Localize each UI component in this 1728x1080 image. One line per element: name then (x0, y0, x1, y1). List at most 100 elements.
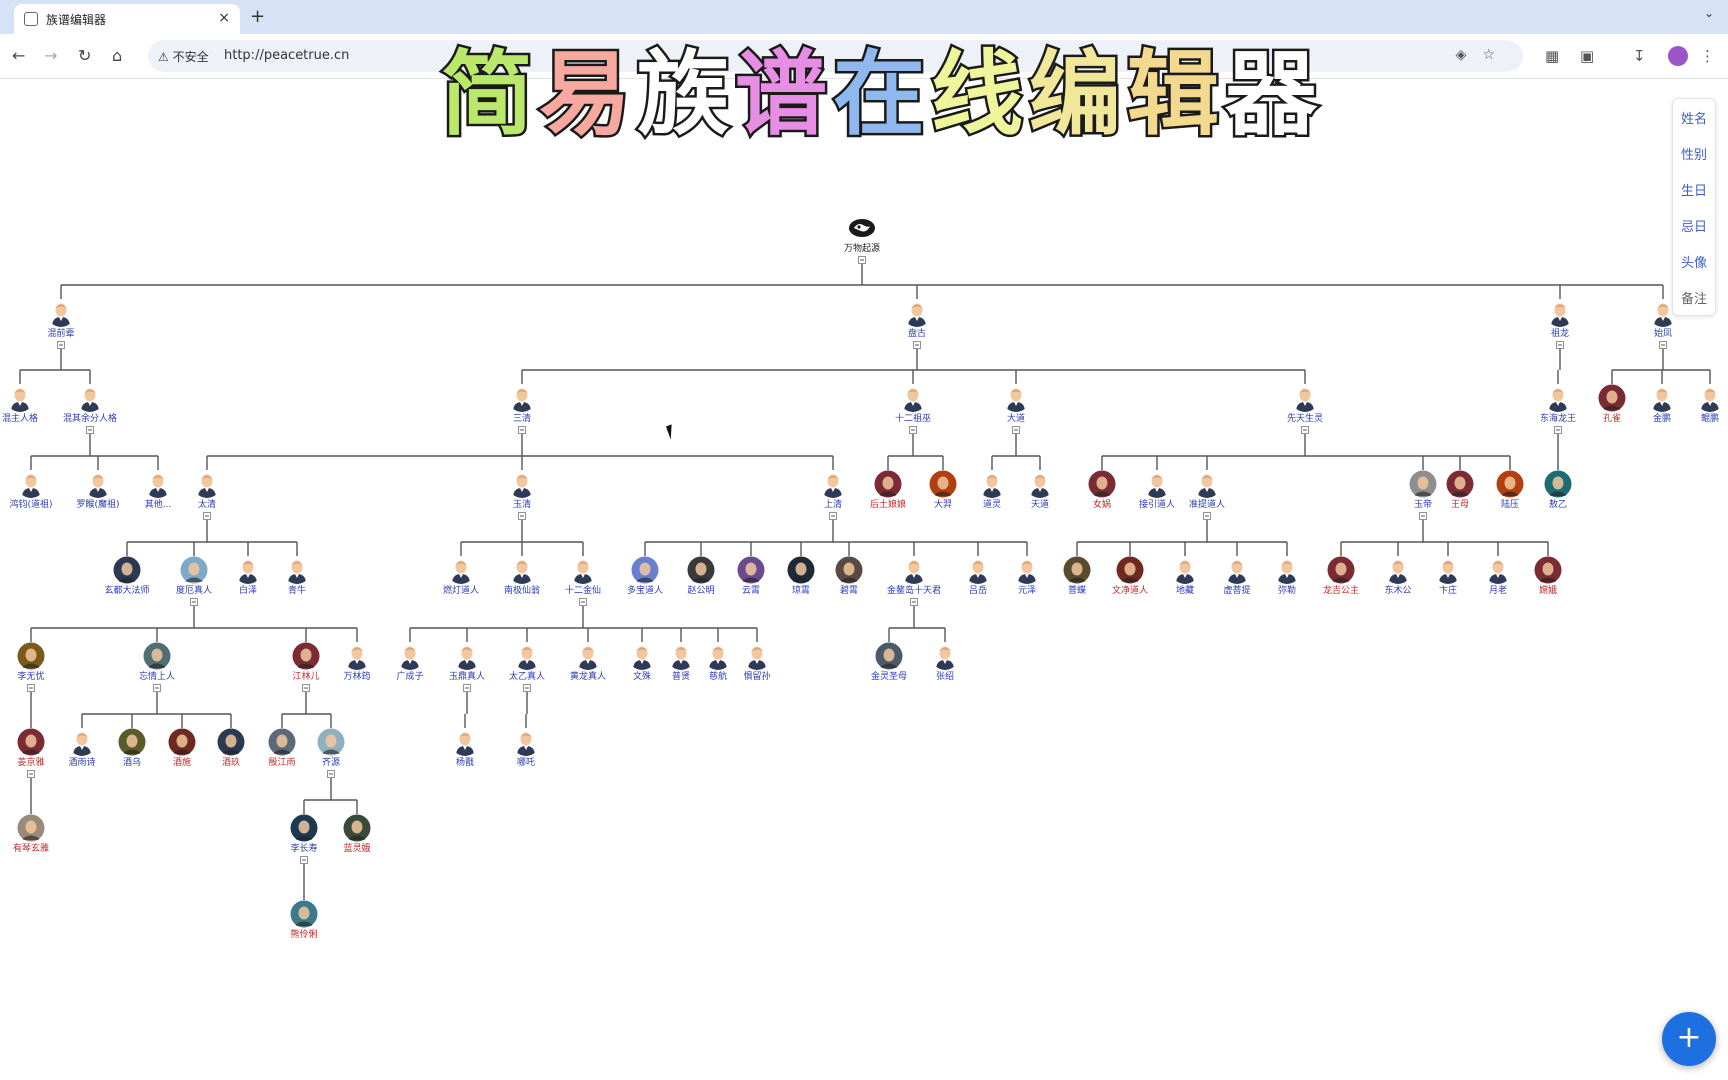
family-member-node[interactable]: 玉帝 (1388, 470, 1458, 511)
family-member-node[interactable]: 齐源 (296, 728, 366, 769)
member-avatar[interactable] (283, 556, 311, 584)
member-avatar[interactable] (118, 728, 146, 756)
family-member-node[interactable]: 敖乙 (1523, 470, 1593, 511)
family-member-node[interactable]: 度厄真人 (159, 556, 229, 597)
family-member-node[interactable]: 太乙真人 (492, 642, 562, 683)
member-avatar[interactable] (1496, 470, 1524, 498)
home-icon[interactable]: ⌂ (112, 46, 123, 65)
member-avatar[interactable] (1649, 299, 1677, 327)
family-member-node[interactable]: 接引道人 (1122, 470, 1192, 511)
member-avatar[interactable] (268, 728, 296, 756)
field-notes-button[interactable]: 备注 (1680, 291, 1707, 307)
family-member-node[interactable]: 混其余分人格 (55, 384, 125, 425)
family-member-node[interactable]: 月老 (1463, 556, 1533, 597)
member-avatar[interactable] (143, 642, 171, 670)
back-arrow-icon[interactable]: ← (12, 46, 26, 65)
family-member-node[interactable]: 万物起源 (827, 214, 897, 255)
forward-arrow-icon[interactable]: → (44, 46, 58, 65)
family-member-node[interactable]: 李长寿 (269, 814, 339, 855)
family-member-node[interactable]: 忘情上人 (122, 642, 192, 683)
family-member-node[interactable]: 万林筠 (322, 642, 392, 683)
member-avatar[interactable] (737, 556, 765, 584)
member-avatar[interactable] (819, 470, 847, 498)
member-avatar[interactable] (1116, 556, 1144, 584)
translate-and-bookmark-icons[interactable]: ◈☆ (1455, 47, 1511, 63)
profile-avatar[interactable] (1668, 46, 1688, 66)
member-avatar[interactable] (1026, 470, 1054, 498)
family-member-node[interactable]: 三清 (487, 384, 557, 425)
member-avatar[interactable] (193, 470, 221, 498)
member-avatar[interactable] (1648, 384, 1676, 412)
member-avatar[interactable] (900, 556, 928, 584)
member-avatar[interactable] (1088, 470, 1116, 498)
member-avatar[interactable] (1193, 470, 1221, 498)
family-member-node[interactable]: 元泽 (992, 556, 1062, 597)
member-avatar[interactable] (931, 642, 959, 670)
family-member-node[interactable]: 后土娘娘 (853, 470, 923, 511)
url-text[interactable]: http://peacetrue.cn (224, 48, 350, 63)
member-avatar[interactable] (168, 728, 196, 756)
family-member-node[interactable]: 文净道人 (1095, 556, 1165, 597)
member-avatar[interactable] (508, 470, 536, 498)
family-member-node[interactable]: 混前辈 (26, 299, 96, 340)
family-member-node[interactable]: 燃灯道人 (426, 556, 496, 597)
member-avatar[interactable] (903, 299, 931, 327)
member-avatar[interactable] (144, 470, 172, 498)
family-member-node[interactable]: 大道 (981, 384, 1051, 425)
member-avatar[interactable] (1013, 556, 1041, 584)
family-member-node[interactable]: 惧留孙 (722, 642, 792, 683)
member-avatar[interactable] (317, 728, 345, 756)
field-deathday-button[interactable]: 忌日 (1680, 219, 1707, 235)
family-member-node[interactable]: 卞庄 (1413, 556, 1483, 597)
member-avatar[interactable] (17, 470, 45, 498)
family-member-node[interactable]: 虚菩提 (1202, 556, 1272, 597)
member-avatar[interactable] (343, 814, 371, 842)
member-avatar[interactable] (1409, 470, 1437, 498)
family-member-node[interactable]: 琼霄 (766, 556, 836, 597)
member-avatar[interactable] (1446, 470, 1474, 498)
family-member-node[interactable]: 赵公明 (666, 556, 736, 597)
member-avatar[interactable] (978, 470, 1006, 498)
member-avatar[interactable] (68, 728, 96, 756)
family-member-node[interactable]: 东海龙王 (1523, 384, 1593, 425)
family-member-node[interactable]: 玉清 (487, 470, 557, 511)
add-member-button[interactable]: + (1662, 1012, 1716, 1066)
member-avatar[interactable] (17, 814, 45, 842)
family-member-node[interactable]: 弥勒 (1252, 556, 1322, 597)
reload-icon[interactable]: ↻ (78, 46, 92, 65)
browser-tab[interactable]: 族谱编辑器 × (14, 4, 240, 34)
family-member-node[interactable]: 吕岳 (943, 556, 1013, 597)
member-avatar[interactable] (874, 470, 902, 498)
member-avatar[interactable] (512, 728, 540, 756)
field-name-button[interactable]: 姓名 (1680, 111, 1707, 127)
family-member-node[interactable]: 鸿钧(道祖) (0, 470, 66, 511)
family-member-node[interactable]: 南极仙翁 (487, 556, 557, 597)
member-avatar[interactable] (17, 728, 45, 756)
family-member-node[interactable]: 上清 (798, 470, 868, 511)
member-avatar[interactable] (47, 299, 75, 327)
family-member-node[interactable]: 始凤 (1628, 299, 1698, 340)
family-member-node[interactable]: 慈航 (683, 642, 753, 683)
member-avatar[interactable] (217, 728, 245, 756)
family-member-node[interactable]: 玉鼎真人 (432, 642, 502, 683)
family-member-node[interactable]: 杨戬 (430, 728, 500, 769)
puzzle-icon[interactable]: ▣ (1580, 47, 1595, 65)
member-avatar[interactable] (1544, 470, 1572, 498)
family-member-node[interactable]: 太清 (172, 470, 242, 511)
family-member-node[interactable]: 十二祖巫 (878, 384, 948, 425)
member-avatar[interactable] (290, 814, 318, 842)
member-avatar[interactable] (1534, 556, 1562, 584)
member-avatar[interactable] (1434, 556, 1462, 584)
family-member-node[interactable]: 东木公 (1363, 556, 1433, 597)
member-avatar[interactable] (17, 642, 45, 670)
family-member-node[interactable]: 酒雨诗 (47, 728, 117, 769)
member-avatar[interactable] (1598, 384, 1626, 412)
family-member-node[interactable]: 菩蝶 (1042, 556, 1112, 597)
security-indicator[interactable]: ⚠ 不安全 (158, 50, 209, 64)
family-member-node[interactable]: 十二金仙 (548, 556, 618, 597)
family-member-node[interactable]: 白泽 (213, 556, 283, 597)
family-member-node[interactable]: 有琴玄雅 (0, 814, 66, 855)
family-member-node[interactable]: 多宝道人 (610, 556, 680, 597)
field-gender-button[interactable]: 性别 (1680, 147, 1707, 163)
member-avatar[interactable] (513, 642, 541, 670)
